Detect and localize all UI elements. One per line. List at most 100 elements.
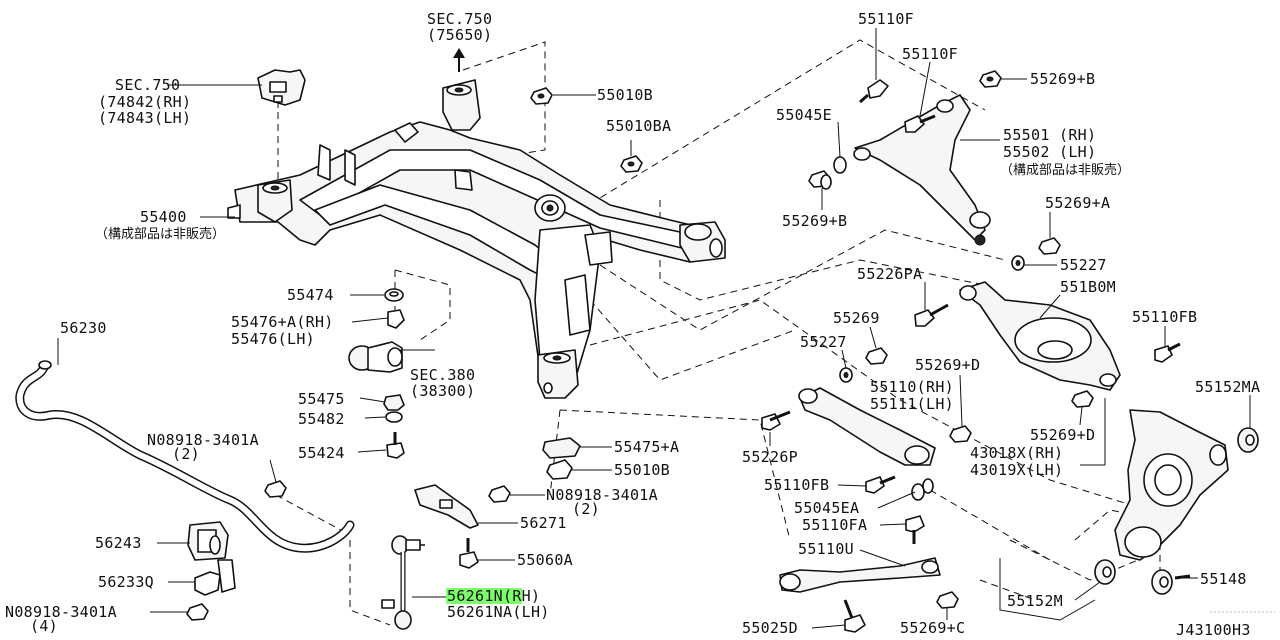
label-sec750-top-ref: (75650) [427,26,492,44]
label-56261NA: 56261NA(LH) [447,603,550,621]
label-55110FB-a: 55110FB [1132,308,1197,326]
part-labels: SEC.750 (75650) SEC.750 (74842(RH) (7484… [5,10,1260,639]
label-55482: 55482 [298,410,345,428]
label-55148: 55148 [1200,570,1247,588]
nut-55475A [542,437,581,459]
washer-55227-a [1011,255,1025,271]
bushing-55152M [1094,559,1116,585]
label-56243: 56243 [95,534,142,552]
bolt-55424 [386,432,405,459]
label-55269: 55269 [833,309,880,327]
bolt-55110F-b [904,114,936,133]
label-43018X: 43018X(RH) [970,444,1063,462]
label-55010B-mid: 55010B [614,461,670,479]
label-55269C: 55269+C [900,619,965,637]
bushing-sec380 [348,341,403,373]
label-n08918-b-qty: (2) [572,500,600,518]
label-56261N: 56261N(RH) [447,587,540,605]
label-55475: 55475 [298,390,345,408]
label-551B0M: 551B0M [1060,278,1116,296]
label-sec380: SEC.380 [410,366,475,384]
label-55045E: 55045E [776,106,832,124]
nut-55010B-top [530,87,553,105]
label-n08918-a: N08918-3401A [147,431,259,449]
label-sec380-ref: (38300) [410,382,475,400]
label-55226P: 55226P [742,448,798,466]
label-55060A: 55060A [517,551,573,569]
nut-n08918-a [264,480,287,498]
label-55110F-a: 55110F [858,10,914,28]
bolt-55226PA [914,303,949,327]
nut-n08918-b [488,485,511,503]
washer-55482 [385,411,403,423]
stabilizer-link-56261N [381,535,425,630]
label-55152M: 55152M [1007,592,1063,610]
rear-subframe [227,79,726,399]
washer-55045E [820,156,847,190]
leader-lines [57,28,1251,629]
label-55424: 55424 [298,444,345,462]
label-55110FA: 55110FA [802,516,867,534]
label-55110FB-b: 55110FB [764,476,829,494]
label-55474: 55474 [287,286,334,304]
up-arrow-icon [453,48,465,72]
label-not-sold-2: （構成部品は非販売） [1000,162,1130,178]
washer-55045EA [911,478,934,501]
label-55226PA: 55226PA [857,265,922,283]
lower-arm-551B0M [959,281,1121,391]
label-55501: 55501 (RH) [1003,126,1096,144]
label-55110F-b: 55110F [902,45,958,63]
nut-55269A [1038,237,1061,255]
label-n08918-c: N08918-3401A [5,603,117,621]
bolt-55060A [459,538,479,569]
bracket-56233Q [194,559,236,596]
label-not-sold-1: （構成部品は非販売） [95,226,225,242]
label-55400: 55400 [140,208,187,226]
label-56233Q: 56233Q [98,573,154,591]
bolt-55110FB-a [1154,342,1181,363]
stabilizer-bar-56230 [15,360,355,553]
bolt-55025D [843,599,866,633]
label-55227-a: 55227 [1060,256,1107,274]
label-56230: 56230 [60,319,107,337]
label-55110: 55110(RH) [870,378,954,396]
label-55010B-top: 55010B [597,86,653,104]
nut-55269D-b [1071,390,1094,408]
nut-n08918-c [186,603,209,621]
bushing-55148 [1151,569,1173,595]
label-55475A: 55475+A [614,438,679,456]
nut-55269B-top [979,70,1002,88]
label-n08918-b: N08918-3401A [546,486,658,504]
nut-55269D-a [949,425,972,443]
bolt-55476 [387,309,405,329]
fasteners [186,70,1191,633]
bolt-55226P [761,410,791,431]
label-55476: 55476(LH) [231,330,315,348]
lateral-link-55110U [779,557,941,593]
nut-55269 [865,347,888,365]
label-55269B-a: 55269+B [1030,70,1095,88]
knuckle-43018X [1114,409,1229,561]
nut-55475 [383,394,405,411]
label-55476A: 55476+A(RH) [231,313,334,331]
label-55025D: 55025D [742,619,798,637]
label-55502: 55502 (LH) [1003,143,1096,161]
bushing-56243 [187,521,229,561]
label-55269A: 55269+A [1045,194,1110,212]
label-55152MA: 55152MA [1195,378,1260,396]
nut-55010B-mid [546,459,573,480]
label-56271: 56271 [520,514,567,532]
label-55227-b: 55227 [800,333,847,351]
diagram-code: J43100H3 [1176,621,1251,639]
label-sec750-left: SEC.750 [115,76,180,94]
label-sec750-top: SEC.750 [427,10,492,28]
label-43019X: 43019X(LH) [970,461,1063,479]
nut-55010BA [620,155,643,173]
bolt-55110F-a [859,79,889,104]
label-74842: (74842(RH) [98,93,191,111]
knuckle-group-frame [999,558,1096,621]
label-55010BA: 55010BA [606,117,671,135]
nut-55269C [936,591,959,609]
bracket-74842 [257,69,306,108]
